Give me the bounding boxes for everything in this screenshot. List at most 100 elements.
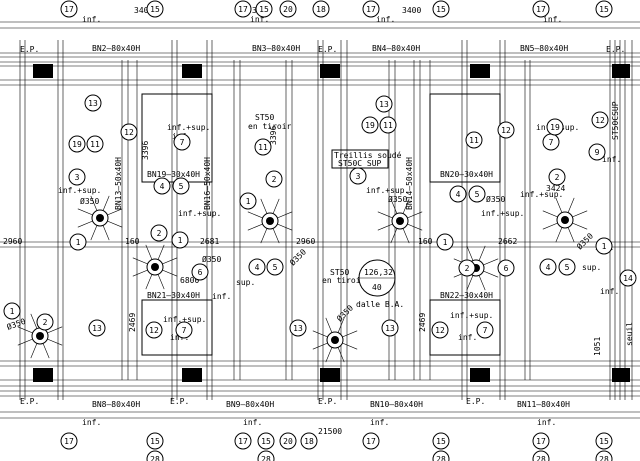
infsup-label: inf.+sup.	[58, 186, 101, 195]
marker-bubble-2: 2	[548, 168, 566, 186]
marker-number: 28	[536, 455, 546, 461]
infsup-label: inf.+sup.	[178, 209, 221, 218]
marker-number: 19	[72, 140, 82, 149]
marker-number: 13	[379, 100, 389, 109]
dim-top-3: 3400	[402, 6, 421, 15]
marker-number: 5	[475, 190, 480, 199]
marker-bubble-15: 15	[257, 432, 275, 450]
marker-number: 5	[179, 182, 184, 191]
marker-bubble-18: 18	[312, 0, 330, 18]
marker-number: 17	[64, 437, 74, 446]
inf-label: inf.	[600, 287, 619, 296]
inf-top-2: inf.	[250, 15, 269, 24]
beam-label: BN5–80x40H	[520, 44, 568, 53]
marker-bubble-5: 5	[468, 185, 486, 203]
marker-number: 2	[555, 173, 560, 182]
marker-number: 12	[435, 326, 445, 335]
opening-box	[429, 299, 501, 356]
marker-bubble-12: 12	[145, 321, 163, 339]
dalle-label: dalle B.A.	[356, 300, 404, 309]
marker-bubble-19: 19	[68, 135, 86, 153]
marker-bubble-1: 1	[171, 231, 189, 249]
marker-bubble-13: 13	[381, 319, 399, 337]
column-symbol	[17, 313, 63, 359]
marker-bubble-19: 19	[546, 118, 564, 136]
marker-number: 28	[261, 455, 271, 461]
marker-bubble-2: 2	[36, 313, 54, 331]
marker-bubble-15: 15	[255, 0, 273, 18]
marker-number: 5	[565, 263, 570, 272]
dimension: 2469	[128, 313, 137, 332]
dimension: 6800	[180, 276, 199, 285]
beam-label: BN3–80x40H	[252, 44, 300, 53]
marker-bubble-17: 17	[362, 0, 380, 18]
marker-number: 1	[602, 242, 607, 251]
marker-number: 17	[366, 5, 376, 14]
marker-bubble-12: 12	[591, 111, 609, 129]
right-text: ST50CSUP	[611, 101, 620, 140]
marker-number: 17	[536, 437, 546, 446]
inf-bottom: inf.	[370, 418, 389, 427]
marker-number: 9	[595, 148, 600, 157]
dalle-value-top: 126,32	[364, 268, 393, 277]
marker-bubble-7: 7	[175, 321, 193, 339]
diameter: Ø350	[574, 231, 595, 252]
marker-bubble-28: 28	[432, 450, 450, 461]
st50-label: ST50	[330, 268, 349, 277]
dim-bottom: 21500	[318, 427, 342, 436]
marker-bubble-7: 7	[173, 133, 191, 151]
marker-number: 18	[304, 437, 314, 446]
dimension: 2960	[296, 237, 315, 246]
diameter: Ø350	[334, 303, 355, 324]
column-symbol	[542, 197, 588, 243]
column-symbol	[77, 195, 123, 241]
marker-bubble-18: 18	[300, 432, 318, 450]
marker-number: 12	[595, 116, 605, 125]
marker-bubble-9: 9	[588, 143, 606, 161]
marker-bubble-17: 17	[60, 0, 78, 18]
marker-bubble-4: 4	[449, 185, 467, 203]
marker-number: 7	[182, 326, 187, 335]
columns-group	[17, 195, 588, 363]
diameter: Ø350	[388, 194, 407, 204]
marker-bubble-4: 4	[539, 258, 557, 276]
seuil-label: seuil	[625, 322, 634, 346]
marker-bubble-1: 1	[436, 233, 454, 251]
marker-number: 4	[255, 263, 260, 272]
marker-bubble-12: 12	[497, 121, 515, 139]
vertical-grid	[19, 40, 633, 400]
marker-bubble-17: 17	[532, 432, 550, 450]
marker-bubble-17: 17	[532, 0, 550, 18]
beam-label: BN11–80x40H	[517, 400, 570, 409]
marker-bubble-2: 2	[458, 259, 476, 277]
ep-label: E.P.	[20, 45, 39, 54]
marker-number: 20	[283, 437, 293, 446]
marker-number: 13	[92, 324, 102, 333]
marker-bubble-11: 11	[379, 116, 397, 134]
marker-number: 17	[64, 5, 74, 14]
marker-number: 18	[316, 5, 326, 14]
marker-number: 19	[365, 121, 375, 130]
treillis-label2: ST50C SUP	[338, 159, 382, 168]
marker-bubble-13: 13	[88, 319, 106, 337]
marker-bubble-17: 17	[234, 0, 252, 18]
marker-number: 1	[178, 236, 183, 245]
marker-number: 1	[10, 307, 15, 316]
marker-number: 6	[504, 264, 509, 273]
marker-bubble-4: 4	[248, 258, 266, 276]
marker-bubble-3: 3	[68, 168, 86, 186]
marker-bubble-2: 2	[150, 224, 168, 242]
marker-number: 4	[160, 182, 165, 191]
marker-number: 13	[293, 324, 303, 333]
marker-bubble-5: 5	[172, 177, 190, 195]
marker-bubble-15: 15	[595, 0, 613, 18]
marker-number: 11	[383, 121, 393, 130]
marker-number: 17	[238, 437, 248, 446]
marker-number: 17	[238, 5, 248, 14]
column-pads	[33, 64, 630, 382]
ep-label: E.P.	[318, 45, 337, 54]
ep-label: E.P.	[466, 397, 485, 406]
marker-bubble-7: 7	[476, 321, 494, 339]
